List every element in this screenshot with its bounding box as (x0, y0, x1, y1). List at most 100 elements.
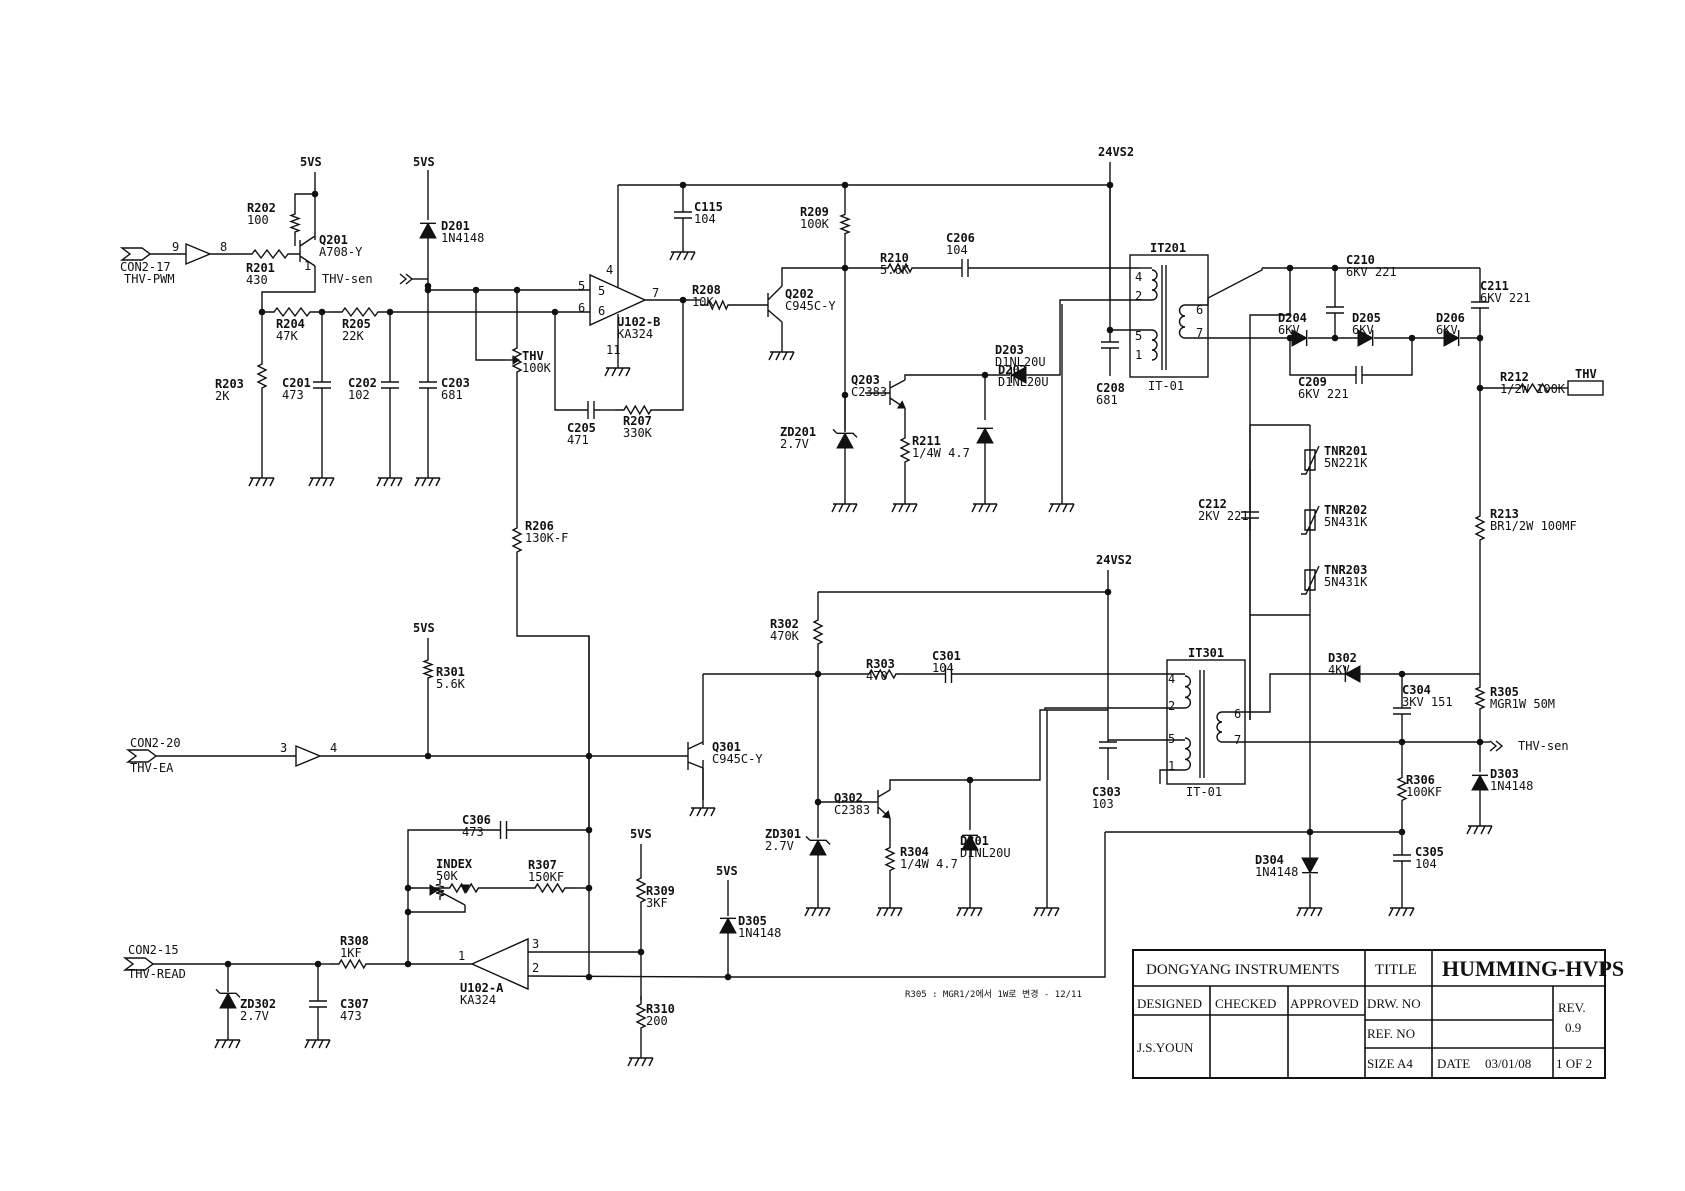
it201-pin-1: 1 (1135, 348, 1142, 362)
zd201-ref-label: ZD201 (780, 425, 816, 439)
c210-value-label: 6KV 221 (1346, 265, 1397, 279)
resistor-symbol (422, 654, 434, 684)
designed-label: DESIGNED (1137, 996, 1202, 1011)
date-value: 03/01/08 (1485, 1056, 1531, 1071)
diode-symbol (809, 839, 827, 856)
capacitor-symbol (495, 821, 512, 839)
r211-ref-label: R211 (912, 434, 941, 448)
net-label-5vs: 5VS (716, 864, 738, 878)
it201-box (1129, 254, 1209, 378)
c202-value-label: 102 (348, 388, 370, 402)
net-label-thv-sen: THV-sen (322, 272, 373, 286)
transformer-coil (1151, 329, 1158, 361)
revision-value: 0.9 (1565, 1020, 1581, 1035)
it301-pin-1: 1 (1168, 759, 1175, 773)
q302-ref-label: Q302 (834, 791, 863, 805)
c209-ref-label: C209 (1298, 375, 1327, 389)
c115-value-label: 104 (694, 212, 716, 226)
resistor-symbol (1510, 382, 1560, 394)
ground-symbol (956, 900, 983, 917)
ground-symbol (214, 1032, 241, 1049)
wire (781, 267, 845, 286)
d204-value-label: 6KV (1278, 323, 1300, 337)
capacitor-symbol (381, 370, 399, 400)
drawing-title: HUMMING-HVPS (1442, 956, 1624, 981)
resistor-symbol (511, 520, 523, 560)
net-label-5vs: 5VS (413, 155, 435, 169)
c206-ref-label: C206 (946, 231, 975, 245)
r303-value-label: 470 (866, 669, 888, 683)
buffer-pin-4: 4 (330, 741, 337, 755)
d303-ref-label: D303 (1490, 767, 1519, 781)
q202-ref-label: Q202 (785, 287, 814, 301)
r204-value-label: 47K (276, 329, 298, 343)
c306-ref-label: C306 (462, 813, 491, 827)
ground-symbol (627, 1050, 654, 1067)
wire (1249, 424, 1310, 720)
resistor-symbol (435, 880, 445, 900)
ground-symbol (1388, 900, 1415, 917)
capacitor-symbol (935, 665, 962, 683)
c208-ref-label: C208 (1096, 381, 1125, 395)
diode-symbol (1291, 329, 1308, 347)
c203-value-label: 681 (441, 388, 463, 402)
it201-pin-6: 6 (1196, 303, 1203, 317)
junction-dot (404, 908, 412, 916)
u102b-pin-6: 6 (598, 304, 605, 318)
d301-ref-label: D301 (960, 834, 989, 848)
q201-pin-1: 1 (304, 259, 311, 273)
ground-symbol (376, 470, 403, 487)
zd301-value-label: 2.7V (765, 839, 794, 853)
transformer-coil (1184, 675, 1191, 709)
diode-symbol (1301, 857, 1319, 874)
transformer-core (1161, 265, 1167, 370)
c202-ref-label: C202 (348, 376, 377, 390)
it301-value-label: IT-01 (1186, 785, 1222, 799)
ground-symbol (768, 344, 795, 361)
u102b-pin-11: 11 (606, 343, 620, 357)
d302-ref-label: D302 (1328, 651, 1357, 665)
capacitor-symbol (1393, 848, 1411, 868)
wire (261, 266, 316, 312)
r305-ref-label: R305 (1490, 685, 1519, 699)
resistor-symbol (812, 612, 824, 652)
d205-value-label: 6KV (1352, 323, 1374, 337)
r306-value-label: 100KF (1406, 785, 1442, 799)
d201-ref-label: D201 (441, 219, 470, 233)
r303-ref-label: R303 (866, 657, 895, 671)
resistor-symbol (615, 404, 660, 416)
capacitor-symbol (582, 401, 600, 419)
d202-value-label: D1NL20U (998, 375, 1049, 389)
resistor-symbol (256, 356, 268, 396)
capacitor-symbol (309, 992, 327, 1016)
thv_pot-value-label: 100K (522, 361, 552, 375)
sheet-number: 1 OF 2 (1556, 1056, 1592, 1071)
wire (1368, 338, 1413, 376)
buffer-pin-3: 3 (280, 741, 287, 755)
resistor-symbol (899, 430, 911, 470)
r207-ref-label: R207 (623, 414, 652, 428)
transformer-coil (1216, 711, 1223, 743)
thv-output-box (1567, 380, 1604, 396)
c303-ref-label: C303 (1092, 785, 1121, 799)
diode-bar (805, 835, 831, 845)
r205-ref-label: R205 (342, 317, 371, 331)
c301-value-label: 104 (932, 661, 954, 675)
r206-ref-label: R206 (525, 519, 554, 533)
tnr203-value-label: 5N431K (1324, 575, 1368, 589)
ground-symbol (804, 900, 831, 917)
r307-ref-label: R307 (528, 858, 557, 872)
r206-value-label: 130K-F (525, 531, 568, 545)
wire (408, 905, 466, 913)
resistor-symbol (262, 306, 322, 318)
capacitor-symbol (1393, 700, 1411, 722)
q203-value-label: C2383 (851, 385, 887, 399)
drawing-number-label: DRW. NO (1367, 996, 1421, 1011)
capacitor-symbol (1101, 330, 1119, 360)
c205-value-label: 471 (567, 433, 589, 447)
c212-ref-label: C212 (1198, 497, 1227, 511)
net-label-24vs2: 24VS2 (1098, 145, 1134, 159)
diode-symbol (836, 432, 854, 449)
ground-symbol (876, 900, 903, 917)
opamp-symbol (470, 937, 529, 991)
